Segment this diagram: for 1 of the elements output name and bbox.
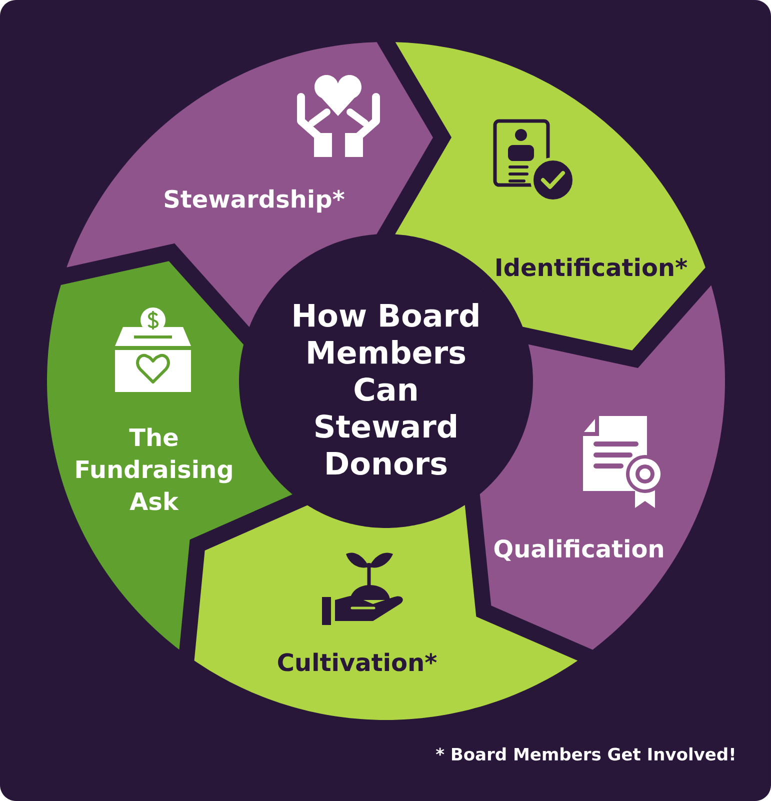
footnote: * Board Members Get Involved! xyxy=(436,747,734,761)
